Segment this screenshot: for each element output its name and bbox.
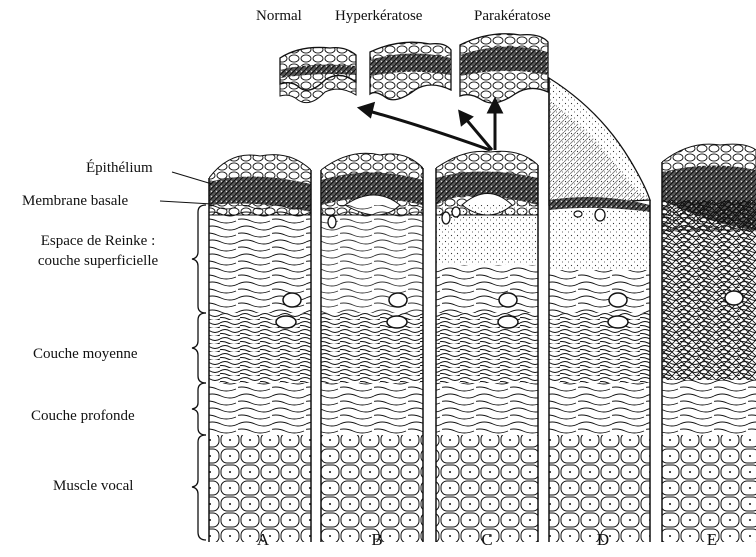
leader-lines <box>160 172 212 204</box>
label-hyperkeratose: Hyperkératose <box>335 8 422 25</box>
column-a <box>209 155 311 542</box>
label-muscle-vocal: Muscle vocal <box>53 477 133 495</box>
label-couche-profonde: Couche profonde <box>31 407 135 425</box>
column-c <box>436 151 538 542</box>
inset-normal <box>280 47 356 102</box>
inset-hyperkeratose <box>370 42 451 100</box>
column-label-d: D <box>583 530 623 550</box>
column-b <box>321 153 423 542</box>
label-reinke-line2: couche superficielle <box>4 252 192 270</box>
label-parakeratose: Parakératose <box>474 8 551 25</box>
label-couche-moyenne: Couche moyenne <box>33 345 138 363</box>
column-label-a: A <box>243 530 283 550</box>
arrows <box>360 100 501 150</box>
column-label-c: C <box>467 530 507 550</box>
label-membrane-basale: Membrane basale <box>22 192 128 210</box>
inset-parakeratose <box>460 34 548 103</box>
label-normal: Normal <box>256 8 302 25</box>
label-reinke-line1: Espace de Reinke : <box>12 232 184 250</box>
column-d <box>549 78 650 542</box>
column-label-e: E <box>692 530 732 550</box>
column-e <box>662 144 756 542</box>
layer-braces <box>192 205 206 540</box>
column-label-b: B <box>357 530 397 550</box>
label-epithelium: Épithélium <box>86 159 153 177</box>
